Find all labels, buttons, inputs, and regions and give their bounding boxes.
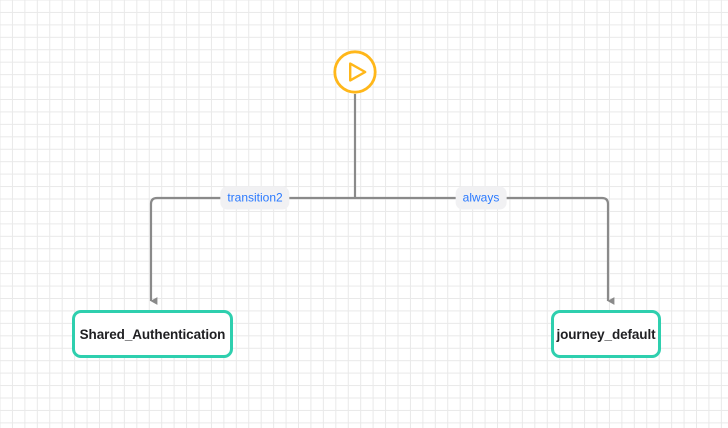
edge-label-transition2[interactable]: transition2 — [220, 186, 290, 210]
node-label: journey_default — [556, 326, 656, 342]
edge-path-transition2 — [149, 196, 355, 305]
edge-label-always[interactable]: always — [455, 186, 507, 210]
node-journey-default[interactable]: journey_default — [551, 310, 661, 358]
edge-label-text: always — [462, 190, 500, 205]
node-label: Shared_Authentication — [79, 326, 226, 342]
play-circle-icon — [333, 50, 377, 94]
node-shared-authentication[interactable]: Shared_Authentication — [72, 310, 233, 358]
start-node[interactable] — [332, 49, 378, 95]
edge-path-always — [355, 196, 615, 305]
edge-label-text: transition2 — [227, 190, 283, 205]
